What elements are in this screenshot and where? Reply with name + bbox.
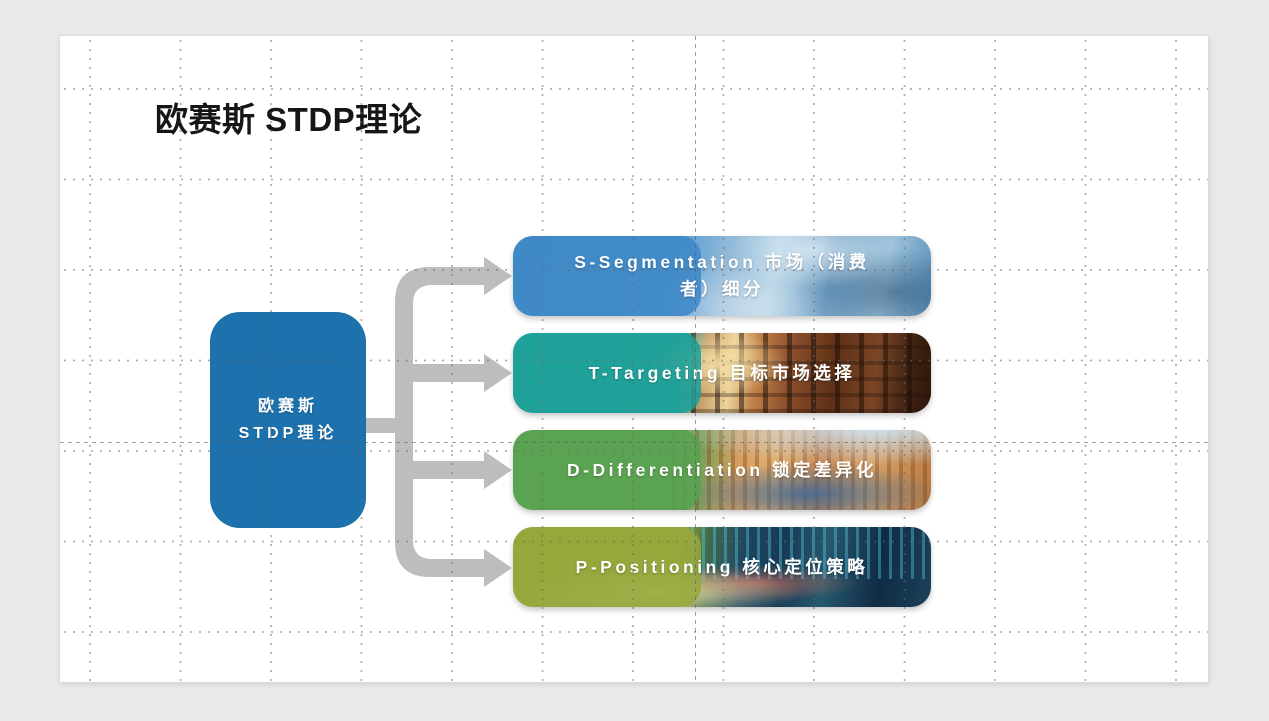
branch-label: D-Differentiation 锁定差异化: [567, 459, 877, 480]
branch-bar-segmentation[interactable]: S-Segmentation 市场（消费者）细分: [513, 236, 931, 316]
slide-title[interactable]: 欧赛斯 STDP理论: [155, 101, 423, 138]
arrowhead-icon: [484, 354, 512, 392]
root-node-label-line1: 欧赛斯: [257, 398, 318, 415]
arrowhead-icon: [484, 451, 512, 489]
connector-trunk: [395, 267, 485, 577]
connector-branch-3: [404, 461, 485, 479]
arrowhead-icon: [484, 549, 512, 587]
branch-label: S-Segmentation 市场（消费者）细分: [574, 252, 870, 299]
branch-label: T-Targeting 目标市场选择: [588, 362, 856, 383]
branch-bar-differentiation[interactable]: D-Differentiation 锁定差异化: [513, 430, 931, 510]
connector-branch-2: [404, 364, 485, 382]
branch-bar-targeting[interactable]: T-Targeting 目标市场选择: [513, 333, 931, 413]
root-node[interactable]: 欧赛斯 STDP理论: [210, 312, 366, 528]
arrowhead-icon: [484, 257, 512, 295]
branch-bar-positioning[interactable]: P-Positioning 核心定位策略: [513, 527, 931, 607]
slide[interactable]: 欧赛斯 STDP理论 欧赛斯 STDP理论 S-Segmentation 市场（…: [60, 36, 1208, 682]
connector-stub: [366, 418, 398, 433]
branch-label: P-Positioning 核心定位策略: [575, 556, 869, 577]
root-node-label-line2: STDP理论: [238, 425, 338, 442]
